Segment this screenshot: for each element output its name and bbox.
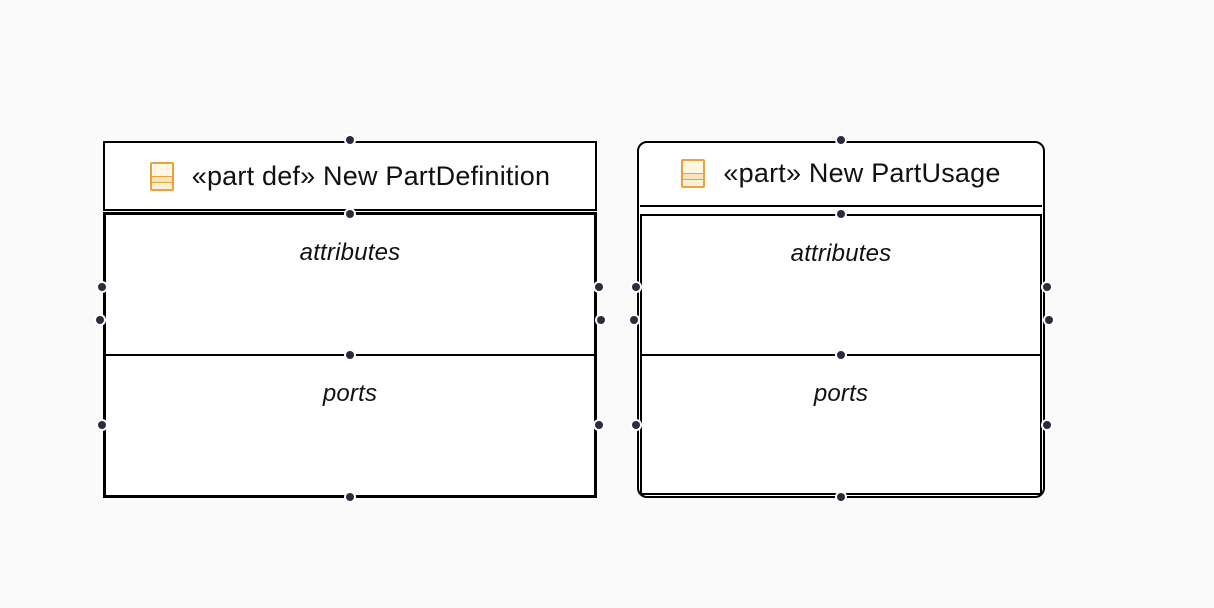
node-title: «part def» New PartDefinition — [191, 160, 551, 191]
connection-handle-icon[interactable] — [95, 316, 104, 324]
connection-handle-icon[interactable] — [631, 283, 640, 291]
compartment-label: ports — [322, 380, 378, 407]
part-definition-node[interactable]: «part def» New PartDefinition attributes… — [95, 136, 605, 501]
node-title: «part» New PartUsage — [723, 157, 1001, 188]
icon-band — [683, 172, 704, 179]
connection-handle-icon[interactable] — [837, 136, 845, 144]
connection-handle-icon[interactable] — [837, 210, 845, 218]
connection-handle-icon[interactable] — [97, 421, 106, 429]
icon-band — [683, 178, 704, 186]
icon-band — [151, 181, 172, 189]
connection-handle-icon[interactable] — [596, 316, 605, 324]
compartment-label: attributes — [299, 239, 401, 266]
ports-compartment[interactable]: ports — [642, 356, 1040, 494]
connection-handle-icon[interactable] — [594, 421, 603, 429]
part-definition-icon — [149, 161, 174, 191]
ports-compartment[interactable]: ports — [106, 356, 594, 495]
connection-handle-icon[interactable] — [1042, 421, 1051, 429]
connection-handle-icon[interactable] — [346, 210, 354, 218]
connection-handle-icon[interactable] — [594, 283, 603, 291]
part-usage-node[interactable]: «part» New PartUsage attributes ports — [629, 136, 1053, 501]
attributes-compartment[interactable]: attributes — [642, 216, 1040, 356]
connection-handle-icon[interactable] — [346, 136, 354, 144]
connection-handle-icon[interactable] — [1044, 316, 1053, 324]
connection-handle-icon[interactable] — [346, 493, 354, 501]
connection-handle-icon[interactable] — [631, 421, 640, 429]
part-usage-header[interactable]: «part» New PartUsage — [640, 141, 1042, 207]
compartment-label: attributes — [790, 240, 892, 267]
icon-top-section — [683, 161, 703, 173]
attributes-compartment[interactable]: attributes — [106, 215, 594, 356]
connection-handle-icon[interactable] — [97, 283, 106, 291]
icon-band — [151, 175, 172, 182]
connection-handle-icon[interactable] — [1042, 283, 1051, 291]
part-usage-icon — [681, 158, 706, 188]
connection-handle-icon[interactable] — [837, 493, 845, 501]
compartment-label: ports — [813, 379, 869, 407]
icon-top-section — [152, 164, 172, 176]
part-definition-header[interactable]: «part def» New PartDefinition — [103, 141, 597, 211]
connection-handle-icon[interactable] — [837, 350, 845, 359]
connection-handle-icon[interactable] — [346, 350, 354, 359]
connection-handle-icon[interactable] — [629, 316, 638, 324]
